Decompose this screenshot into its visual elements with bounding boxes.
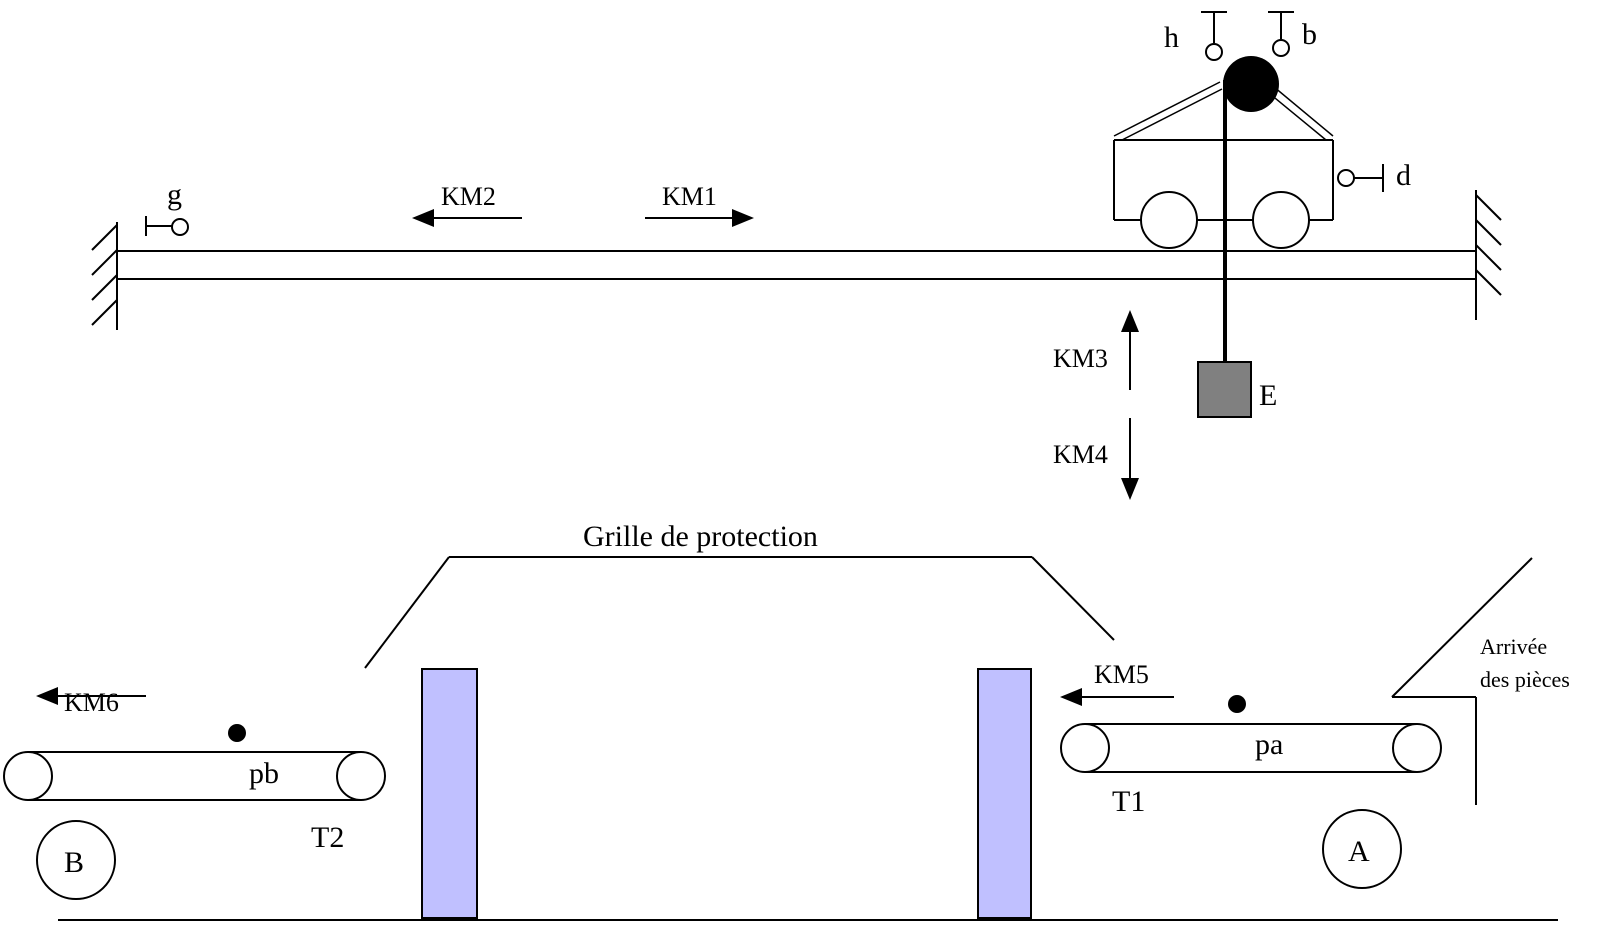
label-station-b: B [64, 846, 84, 879]
arrow-km1 [645, 209, 754, 227]
pillar-left [421, 668, 478, 919]
sensor-pb [228, 724, 246, 742]
arrival-chute [1391, 557, 1533, 805]
right-wall [1475, 190, 1502, 320]
label-km1: KM1 [662, 182, 717, 211]
arrow-km3 [1121, 310, 1139, 390]
sensor-h [1201, 11, 1227, 61]
pillar-right [977, 668, 1032, 919]
label-pa: pa [1255, 728, 1283, 761]
overhead-rail [117, 250, 1476, 280]
label-km4: KM4 [1053, 440, 1108, 469]
label-grille: Grille de protection [583, 520, 818, 553]
label-d: d [1396, 159, 1411, 192]
label-km6: KM6 [64, 688, 119, 717]
station-b [36, 820, 116, 900]
left-wall [91, 222, 118, 330]
trolley-wheel-left [1140, 191, 1198, 249]
label-t2: T2 [311, 821, 344, 854]
hoist-pulley [1223, 56, 1279, 112]
station-a [1322, 809, 1402, 889]
label-h: h [1164, 21, 1179, 54]
label-pb: pb [249, 757, 279, 790]
conveyor-t1 [1060, 723, 1442, 773]
sensor-pa [1228, 695, 1246, 713]
conveyor-t2 [3, 751, 386, 801]
label-arrivee-line1: Arrivée [1480, 634, 1547, 659]
arrow-km6 [36, 687, 146, 705]
label-arrivee-line2: des pièces [1480, 667, 1570, 692]
label-g: g [167, 178, 182, 211]
arrow-km4 [1121, 418, 1139, 500]
label-e: E [1259, 379, 1277, 412]
arrow-km2 [412, 209, 522, 227]
label-b: b [1302, 18, 1317, 51]
protection-grille [364, 556, 1115, 669]
label-km3: KM3 [1053, 344, 1108, 373]
label-t1: T1 [1112, 785, 1145, 818]
load-e [1197, 361, 1252, 418]
arrow-km5 [1060, 688, 1174, 706]
label-km5: KM5 [1094, 660, 1149, 689]
sensor-d [1337, 164, 1384, 192]
trolley [1113, 81, 1334, 249]
sensor-g [145, 216, 189, 236]
label-station-a: A [1348, 835, 1370, 868]
label-km2: KM2 [441, 182, 496, 211]
sensor-b [1268, 11, 1294, 57]
trolley-wheel-right [1252, 191, 1310, 249]
